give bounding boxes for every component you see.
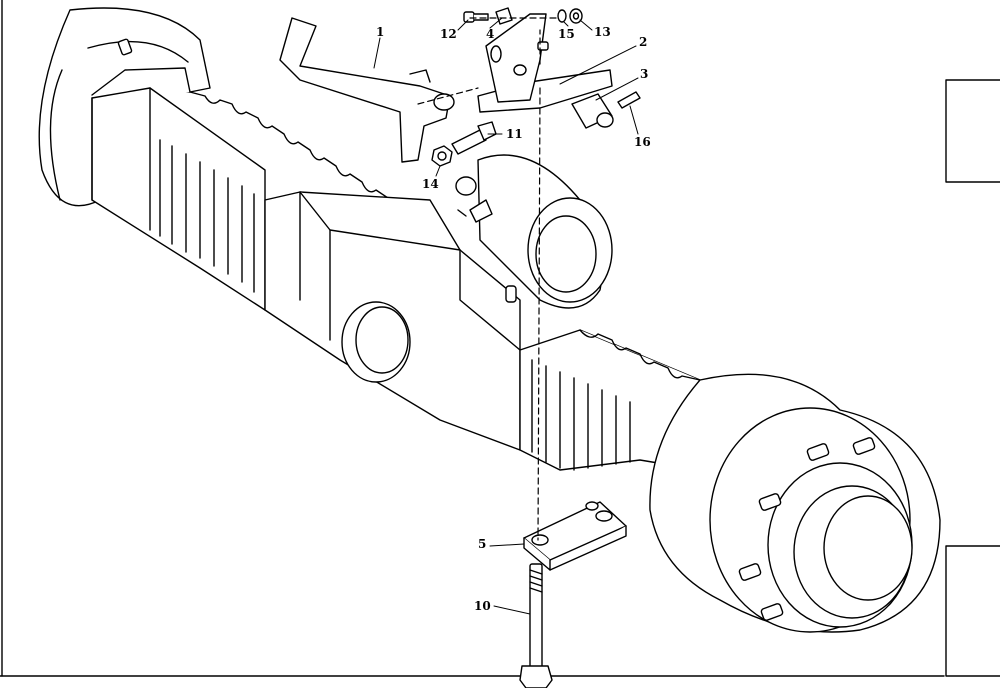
part-10-long-bolt bbox=[519, 563, 553, 688]
wheel-studs bbox=[738, 437, 876, 621]
part-13-nut bbox=[569, 8, 583, 24]
pivot-mount bbox=[455, 154, 613, 309]
leader-lines bbox=[373, 17, 639, 615]
axle-center-housing bbox=[264, 191, 521, 451]
callout-labels: 1 2 3 4 5 10 11 12 13 14 15 16 bbox=[376, 25, 651, 613]
part-5-clamp-plate bbox=[523, 501, 627, 571]
callout-label-14: 14 bbox=[422, 177, 439, 191]
callout-label-12: 12 bbox=[440, 27, 457, 41]
part-12-screw bbox=[463, 11, 489, 23]
part-2-mount-bracket bbox=[477, 13, 613, 113]
assembly-lines bbox=[417, 17, 557, 541]
right-wheel-hub bbox=[649, 373, 941, 633]
callout-label-16: 16 bbox=[634, 135, 651, 149]
callout-label-4: 4 bbox=[486, 27, 494, 41]
part-16-cotter-pin bbox=[617, 91, 641, 109]
callout-label-11: 11 bbox=[506, 127, 523, 141]
part-1-bracket-arm bbox=[279, 17, 455, 163]
part-14-nut bbox=[431, 145, 453, 167]
callout-label-15: 15 bbox=[558, 27, 575, 41]
part-15-lock-washer bbox=[557, 9, 567, 23]
callout-label-3: 3 bbox=[640, 67, 648, 81]
callout-label-1: 1 bbox=[376, 25, 384, 39]
part-3-pin bbox=[571, 93, 614, 129]
callout-label-5: 5 bbox=[478, 537, 486, 551]
axle-beam-right bbox=[519, 329, 701, 471]
part-11-bolt bbox=[451, 121, 497, 155]
callout-label-2: 2 bbox=[639, 35, 647, 49]
callout-label-13: 13 bbox=[594, 25, 611, 39]
callout-label-10: 10 bbox=[474, 599, 491, 613]
